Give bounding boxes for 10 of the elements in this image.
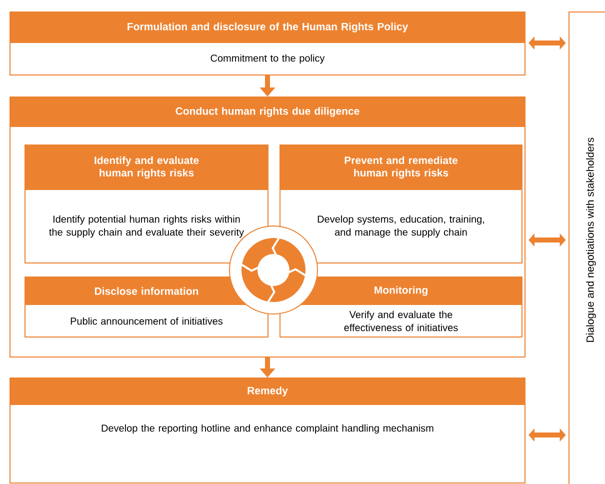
arrow bbox=[528, 428, 566, 442]
process-box: Remedy Develop the reporting hotline and enhance complaint handling mechanism bbox=[10, 378, 526, 484]
process-box: Prevent and remediate human rights risks Develop systems, education, training, and manage the supply chain bbox=[280, 144, 522, 264]
side-bracket: Dialogue and negotiations with stakeholders bbox=[568, 12, 605, 484]
process-box: Formulation and disclosure of the Human Rights Policy Commitment to the policy bbox=[10, 12, 526, 76]
process-box: Disclose information Public announcement of initiatives bbox=[24, 276, 268, 338]
process-box: Monitoring Verify and evaluate the effectiveness of initiatives bbox=[280, 276, 522, 338]
arrow bbox=[528, 36, 566, 50]
process-box: Identify and evaluate human rights risks Identify potential human rights risks within the supply chain and evaluate their severity bbox=[24, 144, 268, 264]
arrow bbox=[528, 233, 566, 247]
